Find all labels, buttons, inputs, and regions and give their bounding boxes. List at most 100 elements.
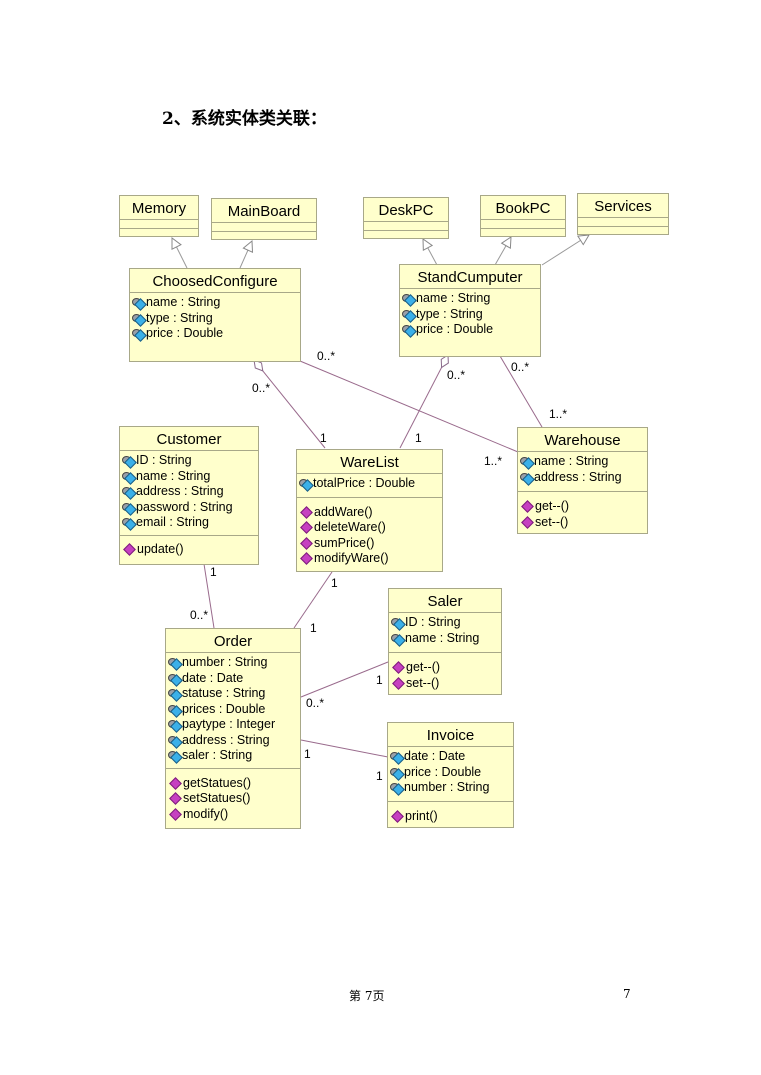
operation-section: get--() set--() — [389, 653, 501, 695]
aggregation-stand-warelist — [399, 354, 449, 449]
operation-row: print() — [390, 809, 511, 825]
attribute-row: price : Double — [390, 765, 511, 781]
attribute-section: name : String address : String — [518, 452, 647, 492]
class-empty-section — [578, 218, 668, 227]
attribute-icon — [391, 617, 404, 628]
class-empty-section — [364, 222, 448, 231]
assoc-stand-warehouse — [499, 355, 543, 428]
multiplicity-label: 0..* — [306, 696, 325, 710]
attribute-row: name : String — [132, 295, 298, 311]
attribute-icon — [520, 456, 533, 467]
generalization-deskpc — [423, 239, 438, 266]
attribute-row: email : String — [122, 515, 256, 531]
class-memory[interactable]: Memory — [119, 195, 199, 237]
attribute-icon — [168, 719, 181, 730]
operation-section: get--() set--() — [518, 492, 647, 534]
attribute-icon — [168, 688, 181, 699]
attribute-icon — [402, 309, 415, 320]
class-empty-section — [212, 223, 316, 232]
generalization-services — [541, 235, 589, 266]
operation-icon — [521, 515, 534, 529]
attribute-row: address : String — [122, 484, 256, 500]
attribute-icon — [168, 735, 181, 746]
attribute-row: name : String — [520, 454, 645, 470]
attribute-row: saler : String — [168, 748, 298, 764]
assoc-order-invoice — [300, 739, 389, 758]
attribute-icon — [168, 657, 181, 668]
class-bookpc[interactable]: BookPC — [480, 195, 566, 237]
class-invoice[interactable]: Invoice date : Date price : Double numbe… — [387, 722, 514, 828]
operation-icon — [169, 776, 182, 790]
class-name: ChoosedConfigure — [130, 269, 300, 293]
attribute-icon — [390, 782, 403, 793]
operation-row: sumPrice() — [299, 536, 440, 552]
class-services[interactable]: Services — [577, 193, 669, 235]
attribute-row: price : Double — [132, 326, 298, 342]
class-name: MainBoard — [212, 199, 316, 223]
class-name: Order — [166, 629, 300, 653]
class-warehouse[interactable]: Warehouse name : String address : String… — [517, 427, 648, 534]
operation-row: getStatues() — [168, 776, 298, 792]
class-choosedconfigure[interactable]: ChoosedConfigure name : String type : St… — [129, 268, 301, 362]
operation-row: get--() — [520, 499, 645, 515]
page-label: 第 7页 — [349, 989, 385, 1003]
attribute-row: name : String — [122, 469, 256, 485]
class-name: Memory — [120, 196, 198, 220]
attribute-icon — [402, 293, 415, 304]
aggregation-choosed-warelist — [253, 359, 326, 449]
multiplicity-label: 0..* — [317, 349, 336, 363]
assoc-customer-order — [203, 563, 215, 629]
assoc-saler-order — [300, 661, 389, 698]
assoc-choosed-warehouse — [299, 360, 519, 453]
generalization-mainboard — [239, 241, 252, 269]
multiplicity-label: 1 — [320, 431, 327, 445]
operation-icon — [300, 505, 313, 519]
attribute-row: totalPrice : Double — [299, 476, 440, 492]
multiplicity-label: 1 — [304, 747, 311, 761]
attribute-row: address : String — [520, 470, 645, 486]
attribute-icon — [391, 633, 404, 644]
operation-icon — [169, 807, 182, 821]
attribute-icon — [402, 324, 415, 335]
class-empty-section — [481, 220, 565, 229]
attribute-icon — [122, 517, 135, 528]
operation-icon — [169, 792, 182, 806]
attribute-section: totalPrice : Double — [297, 474, 442, 498]
multiplicity-label: 0..* — [511, 360, 530, 374]
page-number: 7 — [623, 987, 631, 1001]
multiplicity-label: 0..* — [447, 368, 466, 382]
operation-row: set--() — [520, 515, 645, 531]
class-name: Customer — [120, 427, 258, 451]
multiplicity-label: 1 — [210, 565, 217, 579]
multiplicity-label: 1 — [331, 576, 338, 590]
assoc-warelist-order — [293, 571, 333, 629]
multiplicity-label: 1 — [376, 769, 383, 783]
attribute-icon — [168, 704, 181, 715]
attribute-icon — [299, 478, 312, 489]
class-order[interactable]: Order number : String date : Date status… — [165, 628, 301, 829]
operation-icon — [391, 809, 404, 823]
operation-icon — [300, 521, 313, 535]
attribute-row: address : String — [168, 733, 298, 749]
operation-row: addWare() — [299, 505, 440, 521]
attribute-icon — [520, 472, 533, 483]
attribute-row: type : String — [402, 307, 538, 323]
class-name: BookPC — [481, 196, 565, 220]
attribute-icon — [390, 767, 403, 778]
operation-row: update() — [122, 542, 256, 558]
multiplicity-label: 1..* — [549, 407, 568, 421]
class-mainboard[interactable]: MainBoard — [211, 198, 317, 240]
class-warelist[interactable]: WareList totalPrice : Double addWare() d… — [296, 449, 443, 572]
class-saler[interactable]: Saler ID : String name : String get--() … — [388, 588, 502, 695]
operation-row: setStatues() — [168, 791, 298, 807]
class-standcumputer[interactable]: StandCumputer name : String type : Strin… — [399, 264, 541, 357]
attribute-section: name : String type : String price : Doub… — [130, 293, 300, 346]
operation-section: getStatues() setStatues() modify() — [166, 769, 300, 827]
class-customer[interactable]: Customer ID : String name : String addre… — [119, 426, 259, 565]
attribute-icon — [122, 455, 135, 466]
class-deskpc[interactable]: DeskPC — [363, 197, 449, 239]
attribute-icon — [168, 750, 181, 761]
operation-section: update() — [120, 536, 258, 562]
operation-row: modify() — [168, 807, 298, 823]
